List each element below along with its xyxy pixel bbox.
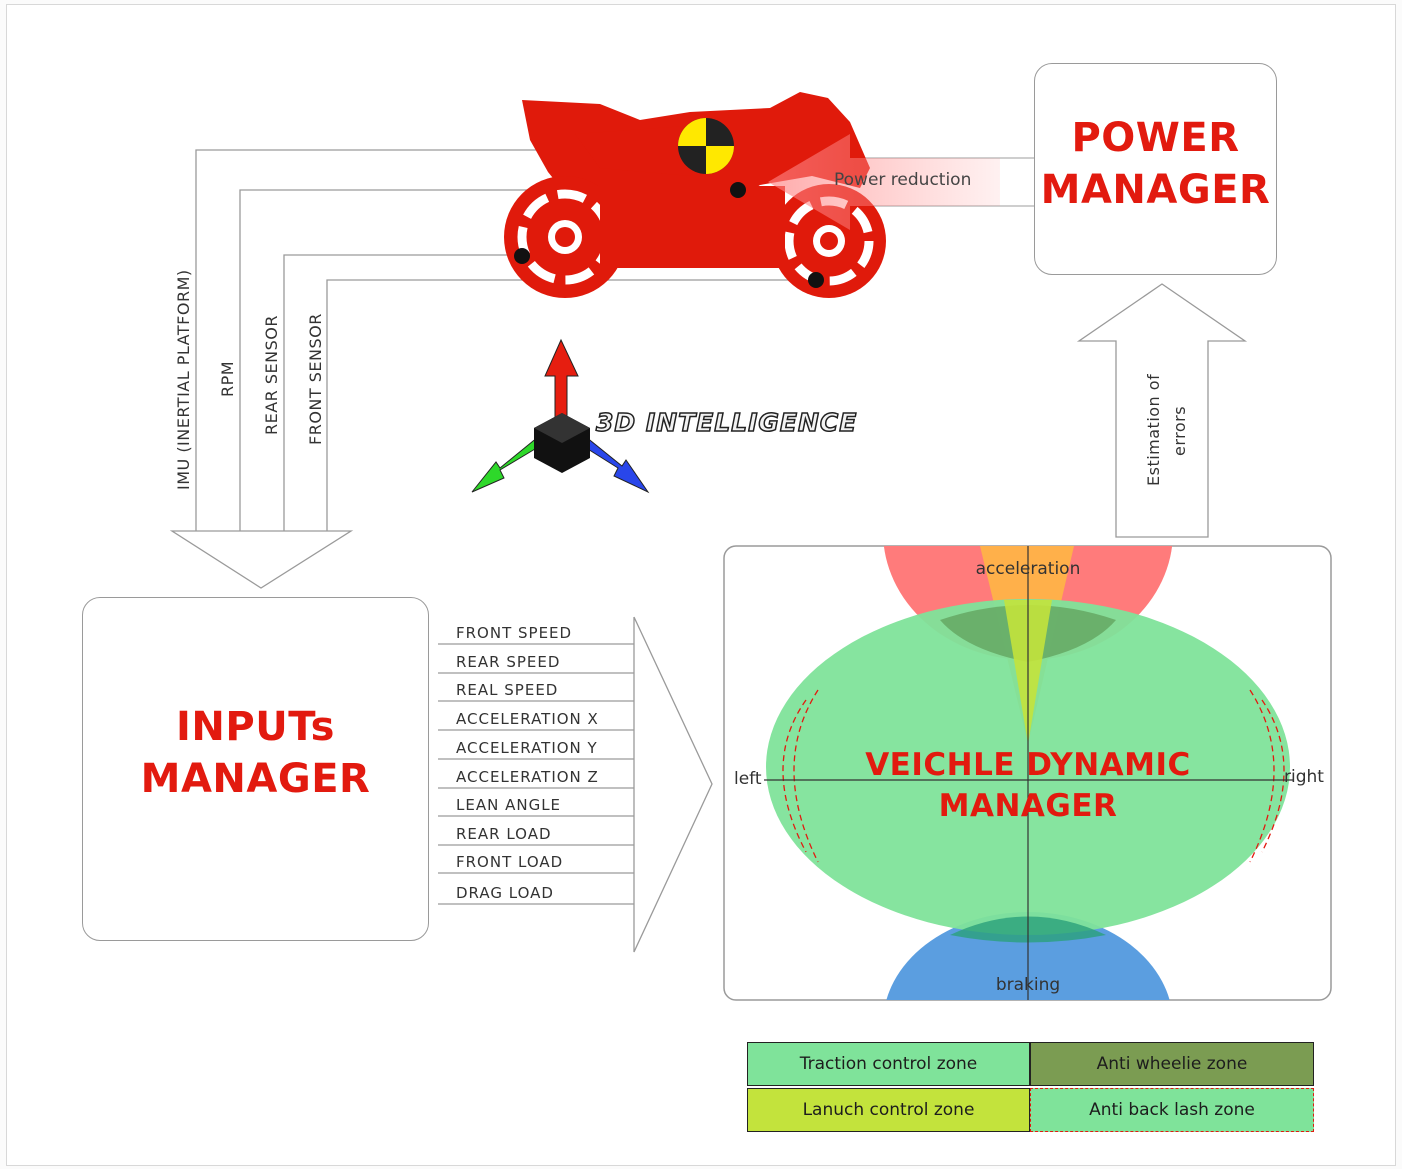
- inputs-down-arrow: [169, 530, 354, 589]
- anti-backlash-right: [1249, 689, 1275, 863]
- 3d-axes-icon: [471, 338, 650, 494]
- motorcycle-icon: [504, 92, 886, 298]
- signal-item: DRAG LOAD: [456, 884, 554, 902]
- legend-launch-label: Lanuch control zone: [802, 1100, 975, 1120]
- signal-item: REAR LOAD: [456, 825, 552, 843]
- estimation-label-2: errors: [1170, 405, 1189, 456]
- signal-lines: [438, 643, 634, 905]
- sensor-label-imu: IMU (INERTIAL PLATFORM): [174, 269, 193, 490]
- signal-item: ACCELERATION X: [456, 710, 599, 728]
- sensor-label-rpm: RPM: [218, 360, 237, 397]
- anti-backlash-left: [793, 689, 819, 863]
- anti-backlash-right-2: [1261, 699, 1285, 853]
- legend-traction-label: Traction control zone: [799, 1054, 978, 1074]
- left-label: left: [734, 769, 762, 789]
- power-manager-title-2: MANAGER: [1040, 167, 1271, 213]
- signal-item: FRONT LOAD: [456, 853, 564, 871]
- anti-backlash-left-2: [782, 699, 807, 853]
- vehicle-manager-title-1: VEICHLE DYNAMIC: [865, 747, 1191, 783]
- sensor-label-rear: REAR SENSOR: [262, 315, 281, 435]
- sensor-label-front: FRONT SENSOR: [306, 313, 325, 445]
- legend-anti-wheelie: Anti wheelie zone: [1030, 1042, 1314, 1086]
- legend-traction: Traction control zone: [747, 1042, 1030, 1086]
- signal-item: LEAN ANGLE: [456, 796, 562, 814]
- power-reduction-arrow: [768, 134, 1000, 230]
- brand-logo-text: 3D INTELLIGENCE: [595, 407, 858, 438]
- right-label: right: [1284, 767, 1324, 787]
- braking-zone: [883, 912, 1173, 1000]
- legend-launch: Lanuch control zone: [747, 1088, 1030, 1132]
- legend-anti-backlash: Anti back lash zone: [1030, 1088, 1314, 1132]
- estimation-up-arrow: [1076, 283, 1248, 538]
- braking-label: braking: [995, 975, 1061, 995]
- inputs-manager-title-2: MANAGER: [140, 756, 371, 802]
- signals-arrow: [633, 616, 713, 953]
- dynamics-zones: [764, 546, 1294, 1000]
- estimation-label-1: Estimation of: [1144, 373, 1163, 486]
- signal-item: ACCELERATION Z: [456, 768, 599, 786]
- signal-item: REAL SPEED: [456, 681, 559, 699]
- inputs-manager-title-1: INPUTs: [176, 704, 335, 750]
- acceleration-zone: [883, 546, 1173, 660]
- signal-item: REAR SPEED: [456, 653, 561, 671]
- signal-item: FRONT SPEED: [456, 624, 573, 642]
- power-manager-title-1: POWER: [1071, 115, 1240, 161]
- signal-item: ACCELERATION Y: [456, 739, 598, 757]
- acceleration-label: acceleration: [975, 559, 1081, 579]
- power-reduction-label: Power reduction: [834, 170, 972, 190]
- legend-anti-wheelie-label: Anti wheelie zone: [1096, 1054, 1248, 1074]
- power-manager-box: [1034, 63, 1277, 275]
- inputs-manager-box: [82, 597, 429, 941]
- legend-anti-backlash-label: Anti back lash zone: [1089, 1100, 1255, 1120]
- vehicle-manager-title-2: MANAGER: [938, 788, 1118, 824]
